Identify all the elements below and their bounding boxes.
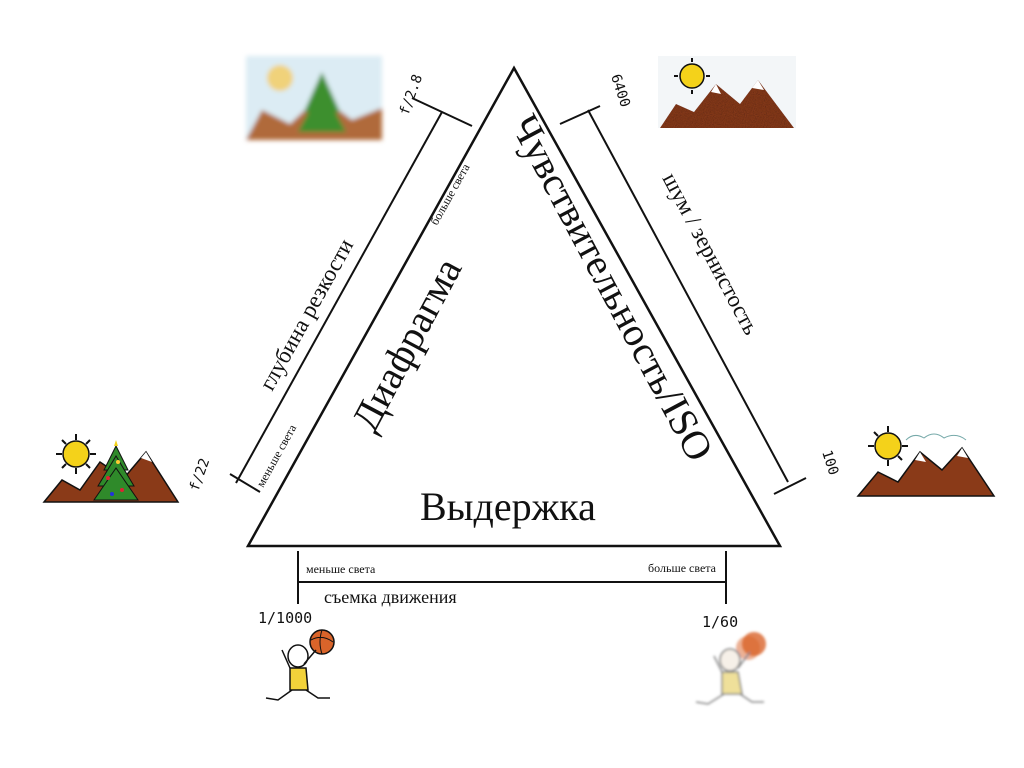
basketball-player-blurred-icon [695, 632, 766, 705]
shutter-side-title: Выдержка [420, 484, 596, 529]
mountain-tree-blurred-icon [246, 56, 382, 140]
shutter-scale: меньше света больше света съемка движени… [258, 551, 738, 631]
aperture-bottom-value: f/22 [187, 456, 214, 493]
aperture-less-light-label: меньше света [253, 421, 299, 489]
basketball-player-sharp-icon [265, 629, 335, 701]
shutter-right-value: 1/60 [702, 613, 738, 631]
iso-side-title: Чувствительность/ISO [502, 107, 723, 468]
mountain-tree-sharp-icon [42, 434, 180, 503]
mountains-grainy-icon [658, 56, 796, 128]
iso-top-value: 6400 [607, 72, 633, 109]
depth-of-field-label: глубина резкости [255, 235, 359, 395]
aperture-more-light-label: больше света [427, 161, 473, 228]
shutter-left-value: 1/1000 [258, 609, 312, 627]
shutter-less-light-label: меньше света [306, 562, 376, 576]
aperture-top-value: f/2.8 [397, 72, 426, 117]
noise-grain-label: шум / зернистость [658, 169, 764, 339]
exposure-triangle [245, 65, 783, 548]
shutter-more-light-label: больше света [648, 561, 717, 575]
motion-capture-label: съемка движения [324, 587, 457, 607]
iso-bottom-value: 100 [818, 448, 841, 477]
mountains-clean-icon [856, 426, 996, 497]
